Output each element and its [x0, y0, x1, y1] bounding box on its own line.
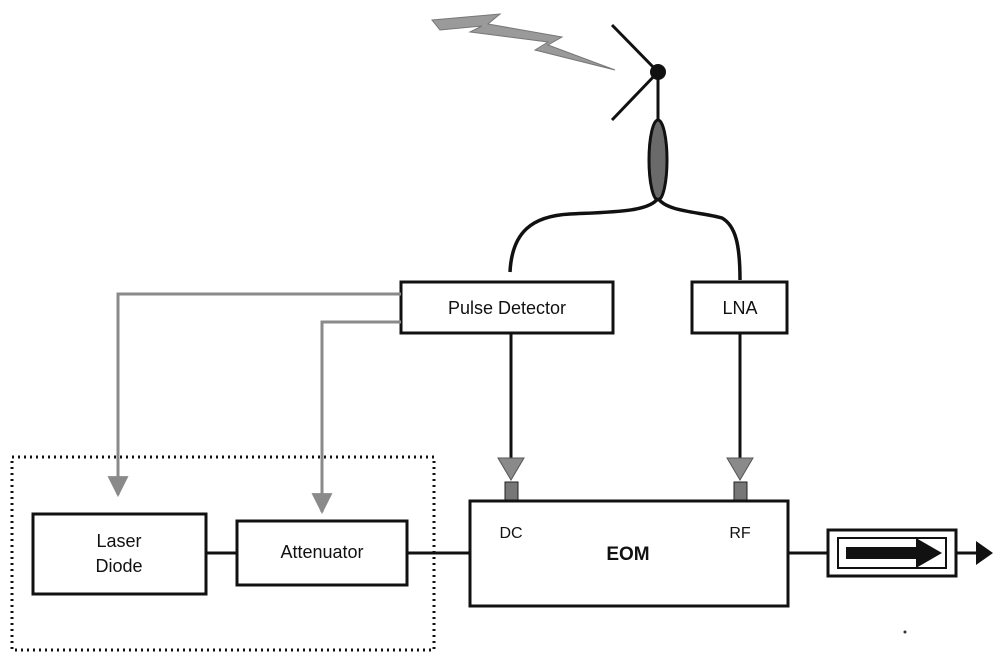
attenuator-block: Attenuator	[235, 519, 409, 587]
laser-diode-block: Laser Diode	[31, 512, 208, 596]
dc-port-connector	[504, 481, 519, 501]
control-line-attenuator	[311, 320, 401, 515]
fiber-coupler-icon	[508, 118, 742, 281]
lna-block: LNA	[690, 280, 789, 335]
output-arrow-head	[976, 541, 993, 565]
pulse-detector-label: Pulse Detector	[448, 298, 566, 318]
dc-arrow-head	[497, 457, 525, 481]
optical-isolator-icon	[826, 528, 958, 578]
pulse-detector-block: Pulse Detector	[399, 280, 615, 335]
control-line-laser	[107, 292, 401, 498]
eom-label: EOM	[606, 544, 649, 565]
stray-dot	[903, 630, 907, 634]
lightning-bolt-icon	[431, 13, 616, 71]
rf-arrow-head	[726, 457, 754, 481]
eom-block: DC RF EOM	[468, 499, 790, 608]
dc-port-label: DC	[499, 525, 522, 542]
rf-port-label: RF	[729, 525, 751, 542]
attenuator-label: Attenuator	[280, 542, 363, 562]
laser-module-enclosure	[10, 455, 436, 652]
lna-label: LNA	[722, 298, 757, 318]
laser-diode-label-line2: Diode	[95, 556, 142, 576]
rf-port-connector	[733, 481, 748, 501]
laser-diode-label-line1: Laser	[96, 531, 141, 551]
